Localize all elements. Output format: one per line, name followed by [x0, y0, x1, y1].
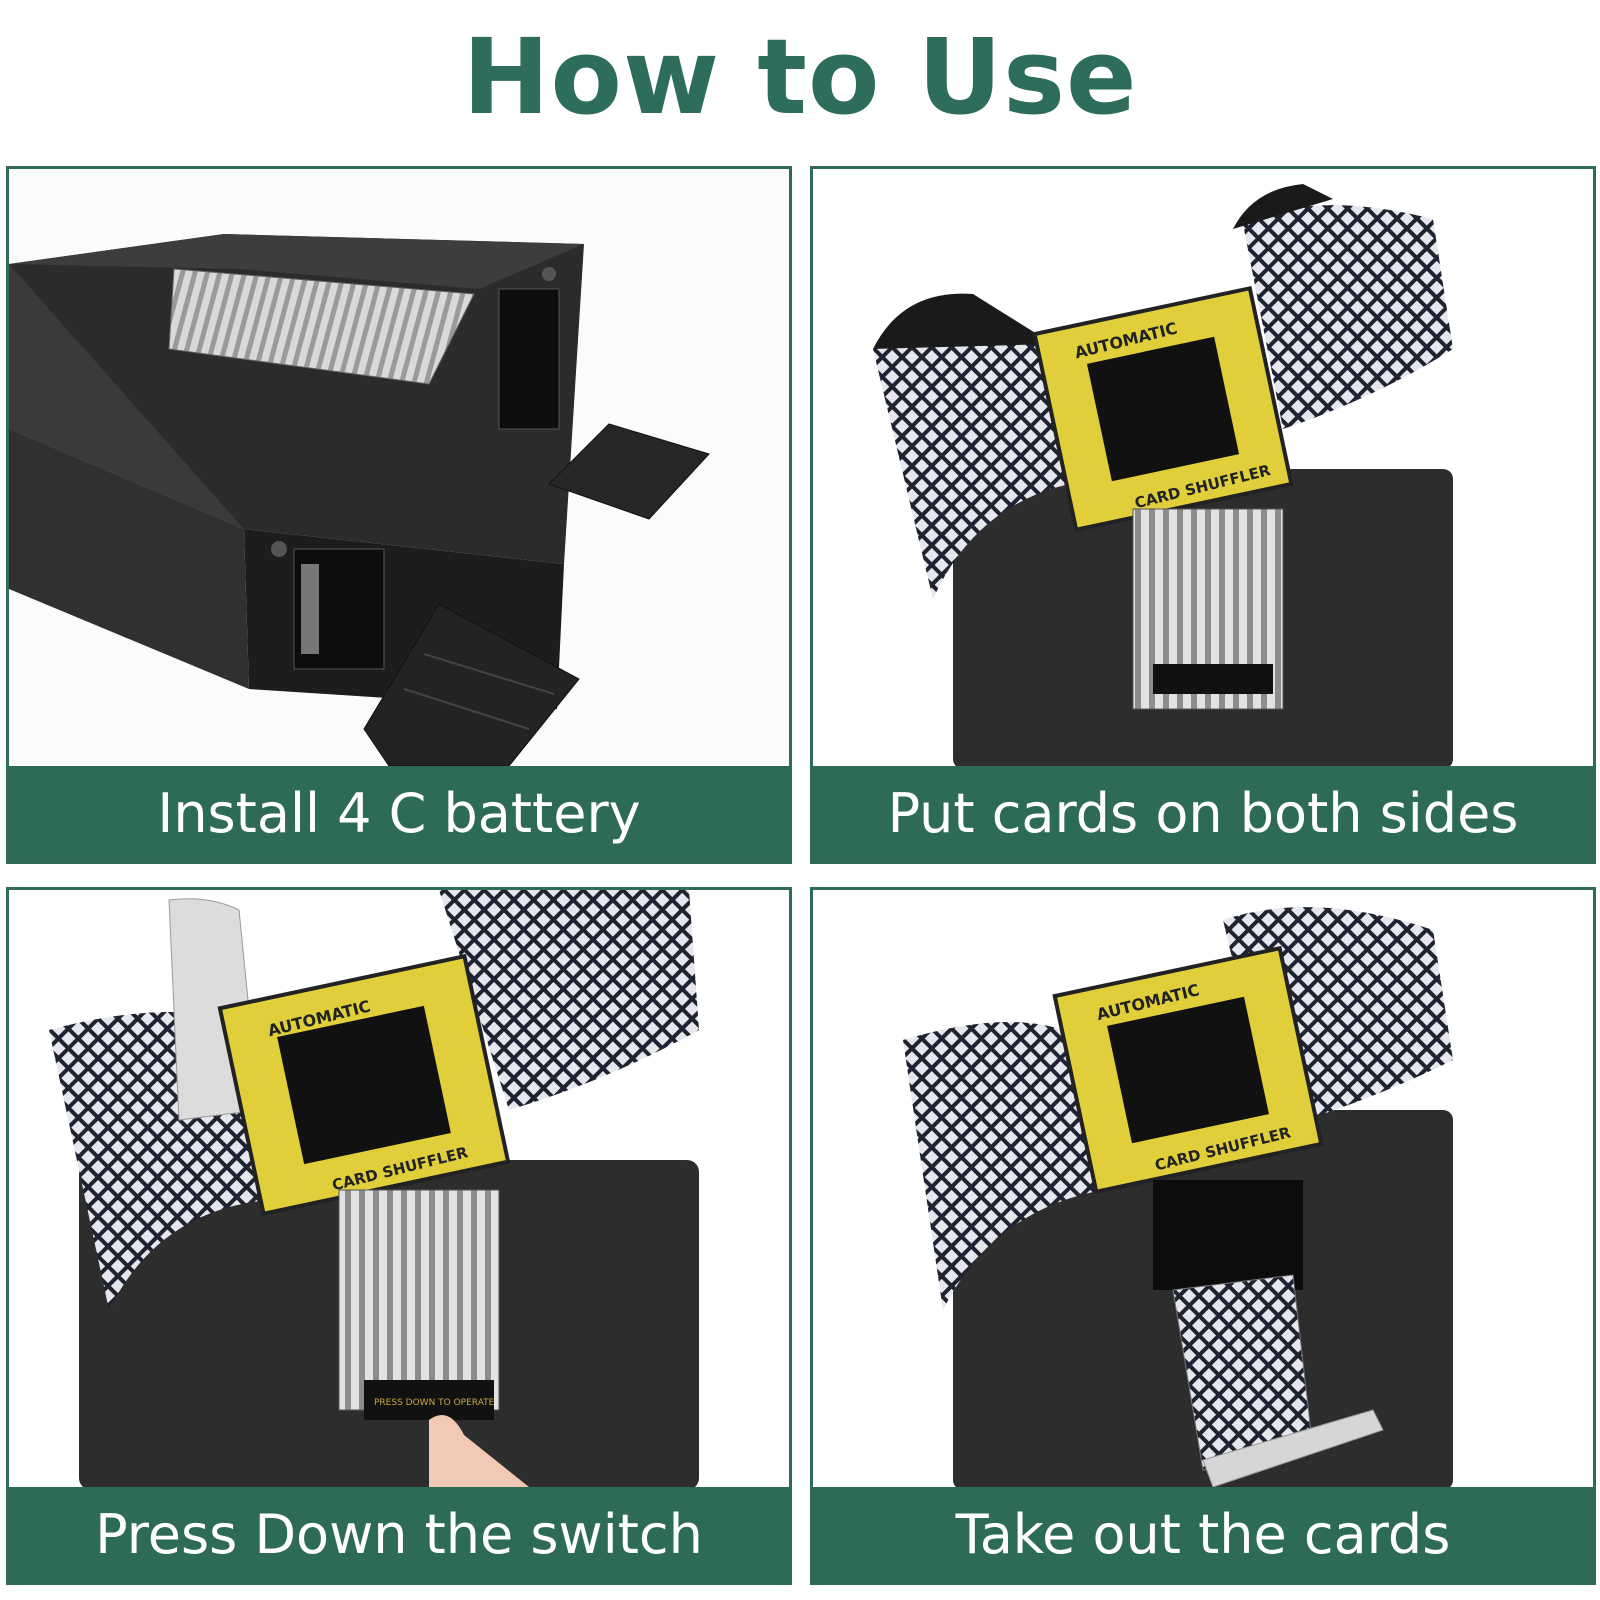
- page-title: How to Use: [462, 16, 1138, 138]
- press-switch-photo: AUTOMATIC CARD SHUFFLER PRESS DOWN TO OP…: [9, 890, 789, 1487]
- step-caption: Put cards on both sides: [813, 766, 1593, 861]
- step-caption: Take out the cards: [813, 1487, 1593, 1582]
- operate-button-label: PRESS DOWN TO OPERATE: [374, 1398, 495, 1408]
- step-caption: Press Down the switch: [9, 1487, 789, 1582]
- step-panel-take-out: AUTOMATIC CARD SHUFFLER Take out the car…: [810, 887, 1596, 1585]
- step-panel-install-battery: Install 4 C battery: [6, 166, 792, 864]
- battery-compartment-photo: [9, 169, 789, 766]
- step-caption: Install 4 C battery: [9, 766, 789, 861]
- step-panel-press-switch: AUTOMATIC CARD SHUFFLER PRESS DOWN TO OP…: [6, 887, 792, 1585]
- cards-loaded-photo: AUTOMATIC CARD SHUFFLER: [813, 169, 1593, 766]
- cards-out-photo: AUTOMATIC CARD SHUFFLER: [813, 890, 1593, 1487]
- step-panel-load-cards: AUTOMATIC CARD SHUFFLER Put cards on bot…: [810, 166, 1596, 864]
